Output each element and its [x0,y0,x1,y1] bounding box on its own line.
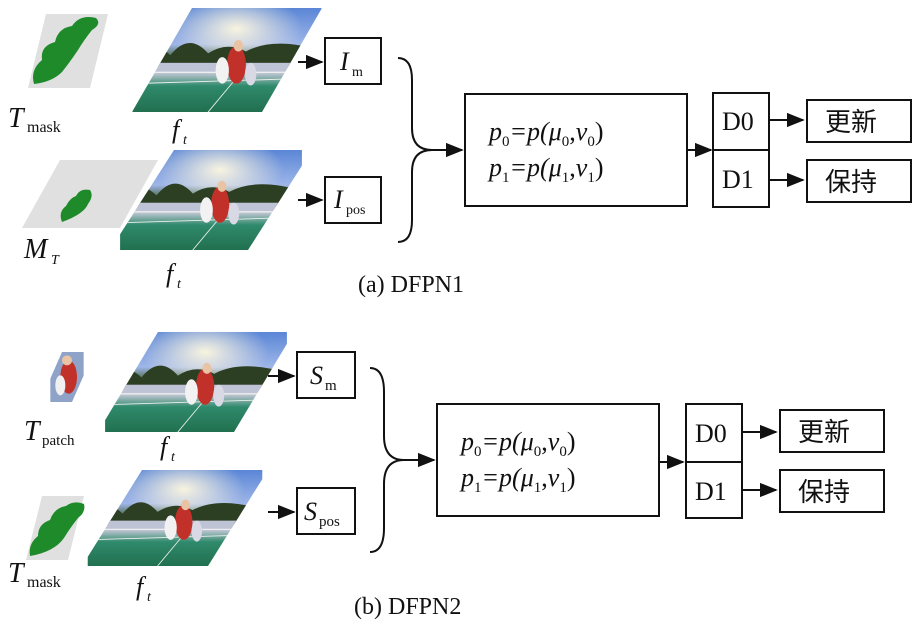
t-mask-sub: mask [27,574,61,591]
im-label: I [339,47,350,76]
brace [397,57,433,243]
t-mask-label: T [8,103,26,134]
ipos-sub: pos [346,203,365,218]
t-patch-label: T [24,416,42,447]
mt-label: M [23,234,49,265]
ft-sub: t [183,133,188,148]
mask-image [26,496,85,560]
im-box [324,37,382,85]
update-box [779,409,885,453]
ipos-label: I [333,185,344,214]
ft-sub: t [147,590,152,605]
prob-line-2: p1=p(μ1,v1) [459,463,575,496]
prob-box [436,403,660,517]
frame-image [87,470,263,566]
mask-image [28,14,108,88]
prob-box [464,93,688,207]
ipos-box [324,176,382,224]
sm-sub: m [325,378,337,394]
spos-sub: pos [319,514,340,530]
sm-box [296,351,356,399]
caption-a: (a) DFPN1 [358,272,464,298]
hold-box [806,159,912,203]
ft-label: f [160,432,171,461]
caption-b: (b) DFPN2 [354,594,461,620]
update-box [806,99,912,143]
panel-a: T mask f t I m M T f t [8,8,912,298]
mt-sub: T [51,253,60,268]
frame-image [132,8,322,112]
spos-box [296,487,356,535]
prob-line-1: p0=p(μ0,v0) [487,117,603,150]
hold-label: 保持 [798,478,850,508]
hold-label: 保持 [825,168,877,198]
t-mask-sub: mask [27,119,61,136]
ft-label: f [172,115,183,144]
frame-image [104,332,288,432]
im-sub: m [352,65,363,80]
prob-line-2: p1=p(μ1,v1) [487,153,603,186]
t-mask-label: T [8,558,26,589]
t-patch-sub: patch [42,433,75,449]
d0-label: D0 [695,419,727,448]
d1-label: D1 [722,165,754,194]
ft-sub: t [177,277,182,292]
prob-line-1: p0=p(μ0,v0) [459,427,575,460]
spos-label: S [304,497,317,526]
ft-label: f [136,572,147,601]
d0-label: D0 [722,107,754,136]
patch-image [50,352,84,402]
update-label: 更新 [798,418,850,448]
mt-image [22,160,158,228]
ft-label: f [166,259,177,288]
brace [369,367,405,553]
update-label: 更新 [825,108,877,138]
ft-sub: t [171,450,176,465]
d1-label: D1 [695,477,727,506]
sm-label: S [310,361,323,390]
hold-box [779,469,885,513]
panel-b: T patch f t S m T mask f t [8,332,885,620]
